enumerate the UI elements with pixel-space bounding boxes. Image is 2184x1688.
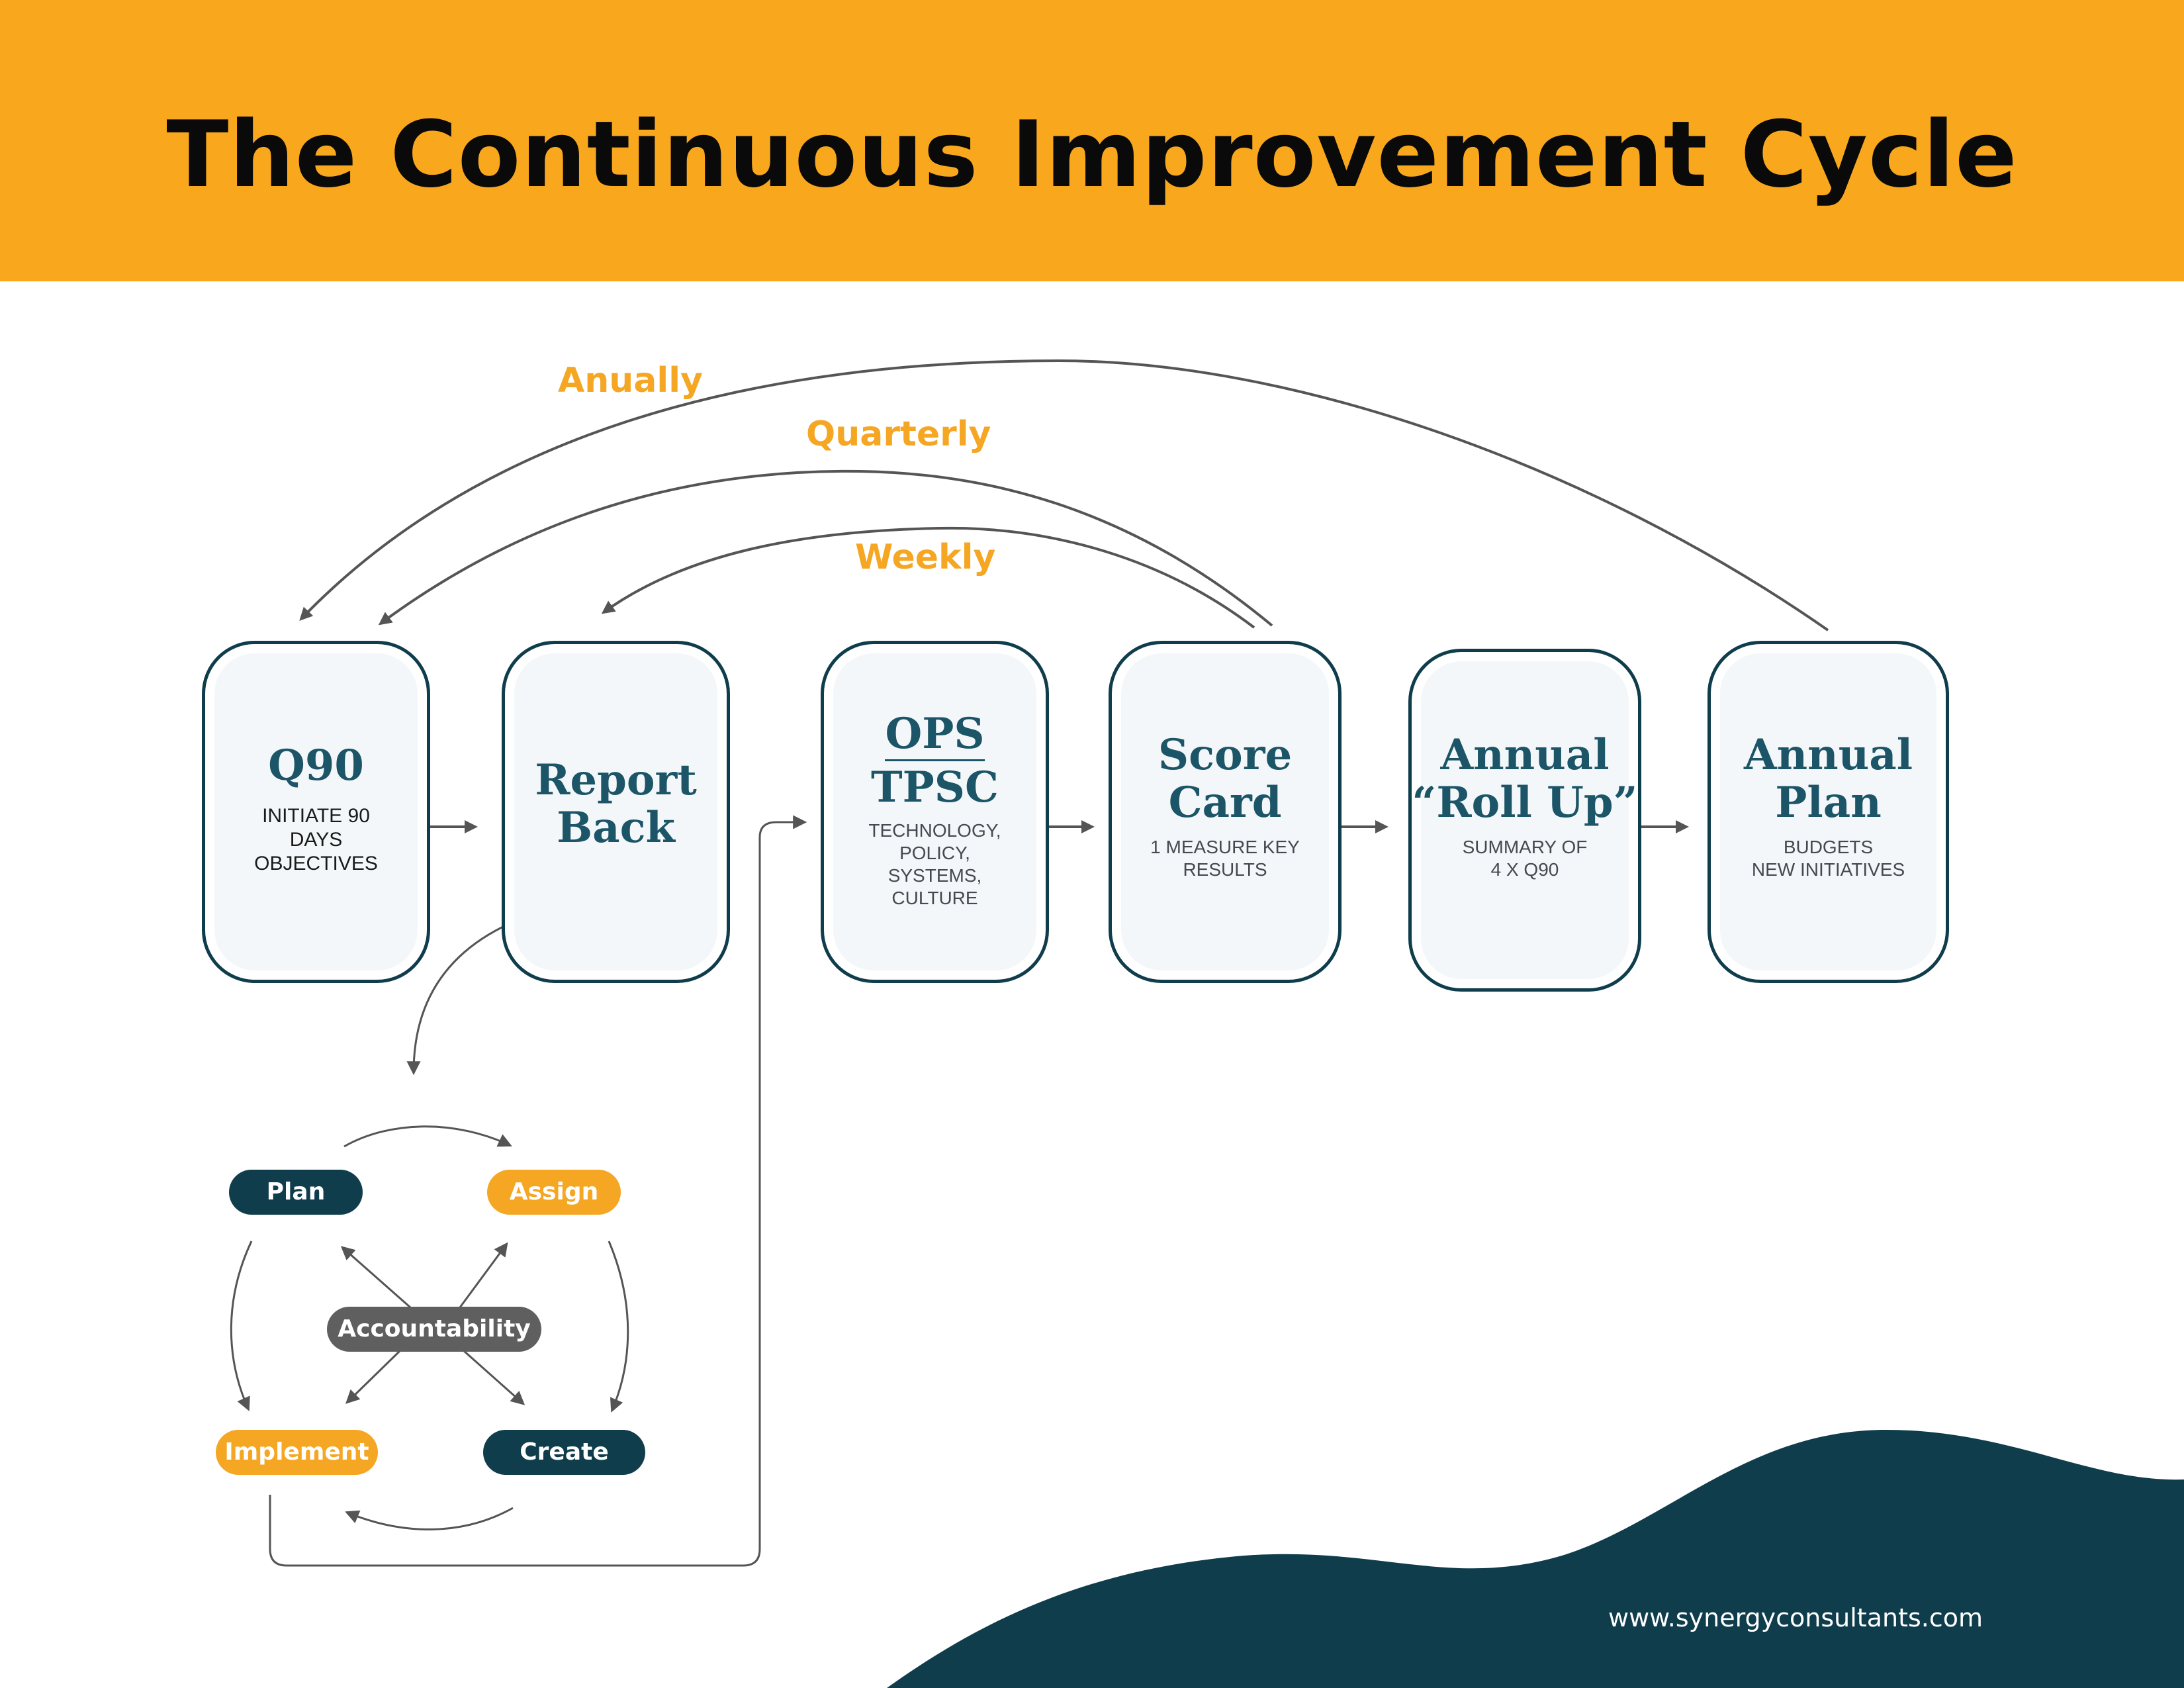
arrow-acc-to-plan xyxy=(340,1246,411,1309)
label-quarterly: Quarterly xyxy=(806,414,991,454)
card-q90-desc-1: INITIATE 90 xyxy=(262,805,370,827)
card-q90-desc-3: OBJECTIVES xyxy=(254,853,378,874)
label-weekly: Weekly xyxy=(855,538,996,577)
arrow-implement-to-plan xyxy=(230,1241,253,1411)
arrow-plan-to-assign xyxy=(343,1125,512,1148)
pill-assign: Assign xyxy=(487,1170,621,1215)
card-ops-title-2: TPSC xyxy=(871,763,999,812)
arrow-assign-to-create xyxy=(608,1241,629,1413)
card-annual-plan-desc-1: BUDGETS xyxy=(1783,837,1874,857)
footer-url[interactable]: www.synergyconsultants.com xyxy=(1608,1603,1983,1632)
pill-plan: Plan xyxy=(229,1170,363,1215)
card-ops-desc-4: CULTURE xyxy=(891,888,978,908)
card-ops-desc-3: SYSTEMS, xyxy=(887,865,982,886)
card-score-card-desc-2: RESULTS xyxy=(1183,859,1267,880)
header-banner xyxy=(0,0,2184,281)
card-q90-desc-2: DAYS xyxy=(289,829,343,851)
annually-loop-arrow xyxy=(299,359,1829,632)
arrow-acc-to-implement xyxy=(345,1349,402,1404)
pill-implement: Implement xyxy=(216,1430,378,1475)
quarterly-loop-arrow xyxy=(378,469,1273,627)
page-title: The Continuous Improvement Cycle xyxy=(166,101,2018,208)
card-annual-rollup-desc-1: SUMMARY OF xyxy=(1462,837,1588,857)
card-score-card: Score Card 1 MEASURE KEY RESULTS xyxy=(1109,641,1342,983)
footer-wave xyxy=(887,1430,2184,1688)
arrow-create-to-implement xyxy=(345,1507,514,1530)
card-annual-rollup-title-1: Annual xyxy=(1440,730,1610,780)
card-annual-rollup-title-2: “Roll Up” xyxy=(1412,778,1638,827)
card-q90-title: Q90 xyxy=(268,741,364,790)
card-ops-desc-1: TECHNOLOGY, xyxy=(868,820,1001,841)
pill-accountability: Accountability xyxy=(327,1307,541,1352)
card-score-card-title-2: Card xyxy=(1168,778,1282,827)
arrow-cycle-to-ops xyxy=(269,815,807,1567)
card-ops: OPS TPSC TECHNOLOGY, POLICY, SYSTEMS, CU… xyxy=(821,641,1049,983)
card-annual-rollup: Annual “Roll Up” SUMMARY OF 4 X Q90 xyxy=(1408,649,1641,992)
card-annual-rollup-desc-2: 4 X Q90 xyxy=(1490,859,1559,880)
card-annual-plan-title-2: Plan xyxy=(1775,778,1882,827)
card-q90: Q90 INITIATE 90 DAYS OBJECTIVES xyxy=(202,641,430,983)
card-report-back-title-2: Back xyxy=(557,803,675,853)
weekly-loop-arrow xyxy=(601,526,1255,629)
card-annual-plan-title-1: Annual xyxy=(1743,730,1913,780)
card-ops-desc-2: POLICY, xyxy=(899,843,970,863)
card-annual-plan-desc-2: NEW INITIATIVES xyxy=(1751,859,1905,880)
arrow-report-to-cycle xyxy=(406,925,504,1076)
card-score-card-desc-1: 1 MEASURE KEY xyxy=(1150,837,1300,857)
arrow-acc-to-create xyxy=(463,1349,525,1405)
card-score-card-title-1: Score xyxy=(1158,730,1293,780)
card-report-back-title-1: Report xyxy=(535,755,697,805)
arrow-acc-to-assign xyxy=(459,1242,508,1308)
card-ops-title-1: OPS xyxy=(885,710,985,761)
label-annually: Anually xyxy=(558,361,703,400)
pill-create: Create xyxy=(483,1430,645,1475)
card-report-back: Report Back xyxy=(502,641,730,983)
card-annual-plan: Annual Plan BUDGETS NEW INITIATIVES xyxy=(1707,641,1949,983)
